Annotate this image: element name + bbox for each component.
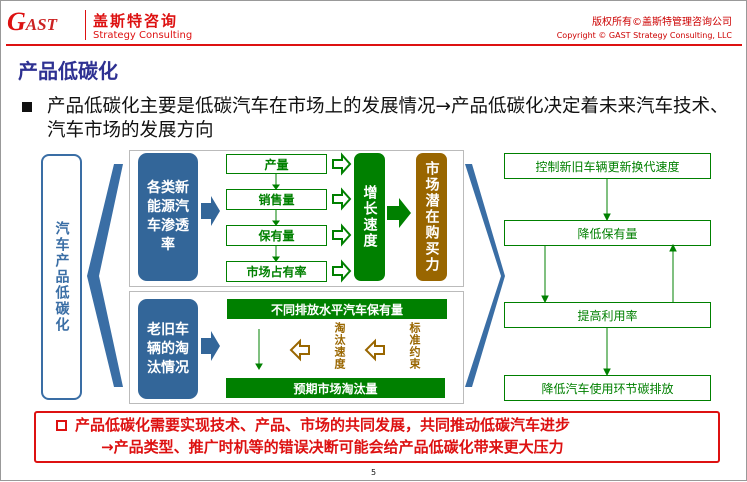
metric-market-share: 市场占有率 xyxy=(226,261,327,282)
standard-constraint-label: 标准约束 xyxy=(408,322,421,370)
metric-sales: 销售量 xyxy=(226,189,327,210)
metric-output: 产量 xyxy=(226,154,327,174)
right-step-4: 降低汽车使用环节碳排放 xyxy=(504,375,711,401)
green-arrow xyxy=(387,198,411,228)
nev-penetration-box: 各类新能源汽车渗透率 xyxy=(138,153,198,281)
ownership-bar: 不同排放水平汽车保有量 xyxy=(227,299,447,319)
banner-line-2: →产品类型、推广时机等的错误决断可能会给产品低碳化带来更大压力 xyxy=(101,438,564,456)
left-chevron xyxy=(87,164,123,387)
right-chevron xyxy=(465,164,505,387)
copyright-en: Copyright © GAST Strategy Consulting, LL… xyxy=(556,31,732,40)
bullet-icon xyxy=(22,102,32,112)
purchasing-power-box: 市场潜在购买力 xyxy=(416,153,447,281)
blue-arrow-bottom xyxy=(201,331,220,361)
blue-arrow-top xyxy=(201,196,220,226)
growth-label: 增长速度 xyxy=(361,185,378,249)
company-name-en: Strategy Consulting xyxy=(93,30,193,41)
brown-hollow-arrows xyxy=(289,338,385,362)
purchasing-power-label: 市场潜在购买力 xyxy=(423,161,440,273)
growth-box: 增长速度 xyxy=(354,153,385,281)
left-label: 汽车产品低碳化 xyxy=(53,221,70,333)
company-name-cn: 盖斯特咨询 xyxy=(93,12,179,30)
left-label-box: 汽车产品低碳化 xyxy=(41,154,82,400)
right-step-2: 降低保有量 xyxy=(504,220,711,246)
retirement-bar: 预期市场淘汰量 xyxy=(226,378,445,398)
retirement-speed-label: 淘汰速度 xyxy=(333,322,346,370)
copyright-cn: 版权所有©盖斯特管理咨询公司 xyxy=(592,17,732,28)
page-title: 产品低碳化 xyxy=(18,59,118,83)
header-divider xyxy=(6,44,742,46)
checkbox-bullet-icon xyxy=(56,420,67,431)
page-number: 5 xyxy=(371,468,377,477)
hollow-arrows xyxy=(332,152,352,283)
conclusion-banner: 产品低碳化需要实现技术、产品、市场的共同发展，共同推动低碳汽车进步 →产品类型、… xyxy=(34,411,720,463)
right-step-1: 控制新旧车辆更新换代速度 xyxy=(504,153,711,179)
old-vehicle-box: 老旧车辆的淘汰情况 xyxy=(138,299,198,399)
logo-divider xyxy=(85,10,86,40)
banner-line-1: 产品低碳化需要实现技术、产品、市场的共同发展，共同推动低碳汽车进步 xyxy=(75,416,571,434)
bottom-panel xyxy=(129,291,464,404)
gast-logo: GAST xyxy=(7,7,57,36)
right-step-3: 提高利用率 xyxy=(504,302,711,328)
metric-ownership: 保有量 xyxy=(226,225,327,246)
bullet-text: 产品低碳化主要是低碳汽车在市场上的发展情况→产品低碳化决定着未来汽车技术、汽车市… xyxy=(47,96,729,141)
top-panel xyxy=(129,150,464,287)
